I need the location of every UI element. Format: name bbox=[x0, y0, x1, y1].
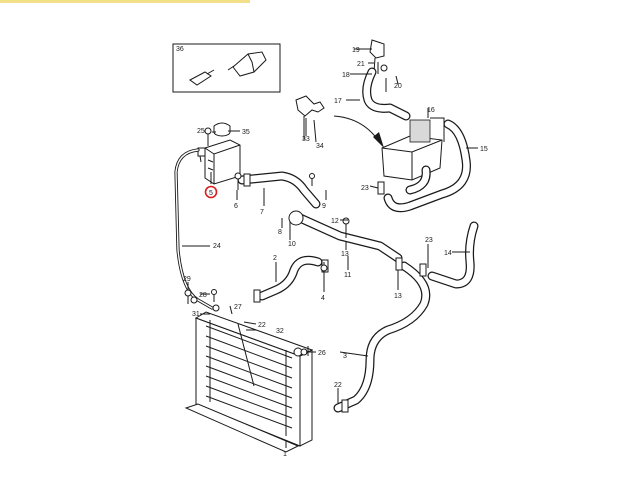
callout-20: 20 bbox=[394, 83, 402, 90]
callout-7: 7 bbox=[260, 209, 264, 216]
accent-bar bbox=[0, 0, 250, 3]
callout-32: 32 bbox=[276, 328, 284, 335]
callout-18: 18 bbox=[342, 72, 350, 79]
callout-21: 21 bbox=[357, 61, 365, 68]
callout-13-lower: 13 bbox=[394, 293, 402, 300]
callout-28: 28 bbox=[199, 292, 207, 299]
callout-27: 27 bbox=[234, 304, 242, 311]
callout-33: 33 bbox=[302, 136, 310, 143]
callout-35: 35 bbox=[242, 129, 250, 136]
callout-2: 2 bbox=[273, 255, 277, 262]
callout-5: 5 bbox=[209, 190, 213, 197]
callout-11: 11 bbox=[344, 272, 351, 279]
screws bbox=[184, 62, 388, 356]
callout-26: 26 bbox=[318, 350, 326, 357]
callout-36: 36 bbox=[176, 46, 184, 53]
hose-clamps bbox=[243, 173, 427, 413]
inset-box bbox=[172, 43, 281, 93]
callout-23-upper: 23 bbox=[361, 185, 369, 192]
callout-22-upper: 22 bbox=[258, 322, 266, 329]
thermostat-housing bbox=[288, 210, 304, 226]
callout-6: 6 bbox=[234, 203, 238, 210]
callout-29: 29 bbox=[183, 276, 191, 283]
callout-22-lower: 22 bbox=[334, 382, 342, 389]
expansion-tank bbox=[204, 139, 241, 185]
callout-10: 10 bbox=[288, 241, 296, 248]
callout-3: 3 bbox=[343, 353, 347, 360]
highlight-ring bbox=[204, 185, 218, 199]
callout-31: 31 bbox=[192, 311, 200, 318]
callout-9: 9 bbox=[322, 203, 326, 210]
small-clip bbox=[197, 147, 206, 163]
callout-16: 16 bbox=[427, 107, 435, 114]
callout-4: 4 bbox=[321, 295, 325, 302]
callout-labels: 36 19 21 17 18 20 16 15 25 35 33 34 5 6 … bbox=[176, 46, 488, 458]
callout-1: 1 bbox=[283, 451, 287, 458]
callout-23-right: 23 bbox=[425, 237, 433, 244]
callout-12: 12 bbox=[331, 218, 339, 225]
callout-14: 14 bbox=[444, 250, 452, 257]
callout-8: 8 bbox=[278, 229, 282, 236]
callout-24: 24 bbox=[213, 243, 221, 250]
mount-bracket bbox=[295, 95, 325, 140]
radiator bbox=[194, 311, 314, 447]
callout-13-upper: 13 bbox=[341, 251, 349, 258]
leader-lines bbox=[182, 48, 478, 448]
callout-19: 19 bbox=[352, 47, 360, 54]
tank-cap bbox=[213, 122, 231, 137]
callout-34: 34 bbox=[316, 143, 324, 150]
callout-15: 15 bbox=[480, 146, 488, 153]
callout-25: 25 bbox=[197, 128, 205, 135]
callout-17: 17 bbox=[334, 98, 342, 105]
